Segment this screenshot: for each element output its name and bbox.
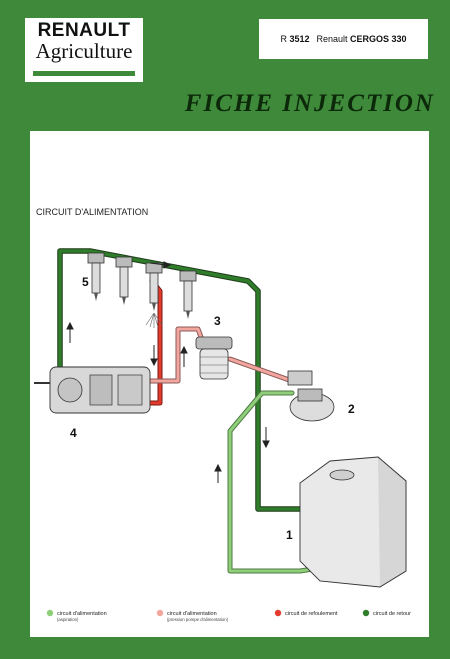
logo-brand: RENAULT: [37, 20, 131, 41]
legend-item-refoulement: circuit de refoulement: [274, 609, 338, 617]
legend-label: circuit de refoulement: [285, 611, 338, 617]
fuel-filter: [195, 336, 233, 380]
callout-5: 5: [82, 275, 89, 289]
flow-arrows: [66, 261, 270, 483]
feed-pump: [287, 370, 335, 422]
spray-lines: [145, 312, 163, 328]
diagram-panel: CIRCUIT D'ALIMENTATION: [30, 131, 429, 637]
pression-circuit: [145, 326, 295, 384]
injector: [87, 252, 105, 301]
page-title: FICHE INJECTION: [184, 90, 435, 117]
legend-item-pression: circuit d'alimentation (pression pompe d…: [156, 609, 229, 622]
diagram-heading: CIRCUIT D'ALIMENTATION: [36, 207, 148, 217]
legend-note: (aspiration): [57, 617, 79, 622]
callout-labels: 5 3 2 4 1: [70, 275, 355, 542]
injector: [115, 256, 133, 305]
arrow-up-icon: [180, 345, 188, 354]
fuel-tank: [299, 456, 407, 588]
arrow-right-icon: [163, 261, 172, 269]
arrow-up-icon: [66, 321, 74, 330]
callout-2: 2: [348, 402, 355, 416]
callout-1: 1: [286, 528, 293, 542]
reference-model: Renault CERGOS 330: [316, 34, 406, 44]
legend-dot-icon: [274, 609, 282, 617]
injection-pump: [34, 366, 151, 414]
callout-3: 3: [214, 314, 221, 328]
logo-subtitle: Agriculture: [35, 39, 133, 63]
legend: circuit d'alimentation (aspiration) circ…: [46, 609, 411, 622]
arrow-down-icon: [262, 440, 270, 449]
callout-4: 4: [70, 426, 77, 440]
reference-maker: Renault: [316, 34, 348, 44]
reference-code: R 3512: [280, 34, 309, 44]
legend-item-aspiration: circuit d'alimentation (aspiration): [46, 609, 107, 622]
fuel-circuit-diagram: CIRCUIT D'ALIMENTATION: [34, 207, 411, 622]
reference-model-name: CERGOS 330: [350, 34, 407, 44]
legend-dot-icon: [46, 609, 54, 617]
arrow-up-icon: [214, 463, 222, 472]
legend-label: circuit d'alimentation: [57, 611, 107, 617]
legend-dot-icon: [362, 609, 370, 617]
legend-note: (pression pompe d'alimentation): [167, 617, 229, 622]
legend-item-retour: circuit de retour: [362, 609, 411, 617]
renault-agriculture-logo: RENAULT Agriculture: [25, 18, 143, 82]
legend-label: circuit de retour: [373, 611, 411, 617]
injectors: [87, 252, 197, 328]
reference-prefix: R: [280, 34, 287, 44]
injector: [179, 270, 197, 319]
model-reference-box: R 3512 Renault CERGOS 330: [259, 19, 428, 59]
arrow-down-icon: [150, 358, 158, 367]
legend-dot-icon: [156, 609, 164, 617]
logo-green-bar: [33, 71, 135, 76]
legend-label: circuit d'alimentation: [167, 611, 217, 617]
reference-number: 3512: [289, 34, 310, 44]
